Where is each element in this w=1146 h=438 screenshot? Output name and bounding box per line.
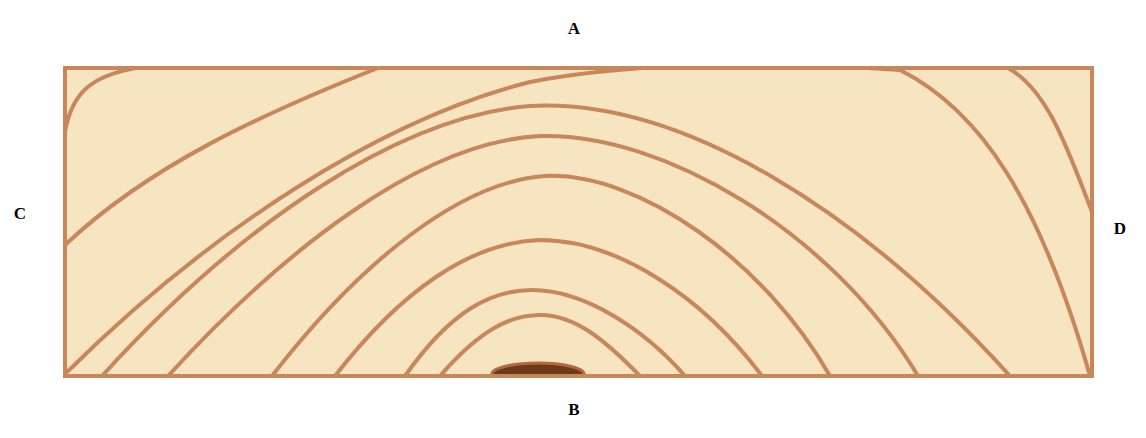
side-label: C [14,205,26,222]
board-face [65,68,1092,376]
side-label: D [1114,220,1126,237]
side-label: B [568,401,579,418]
side-label: A [568,20,580,37]
board-outline [65,68,1092,376]
growth-rings [65,68,1092,376]
